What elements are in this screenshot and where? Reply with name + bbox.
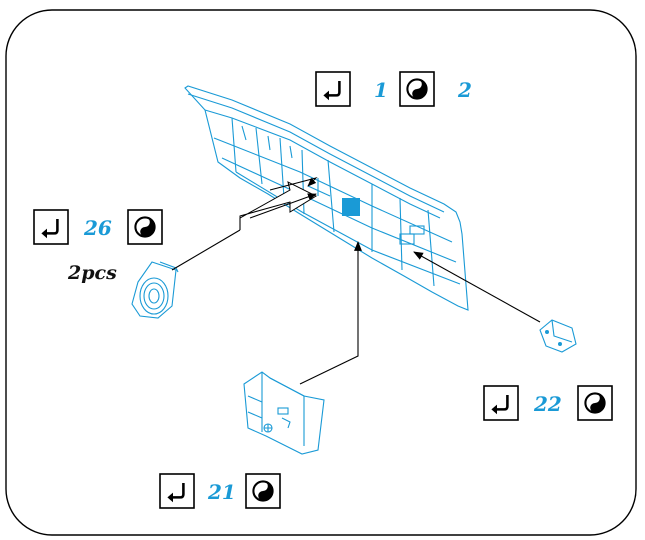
quantity-label: 2pcs [67,262,117,284]
step-number: 26 [83,216,112,240]
fold-arrow-icon [33,209,69,245]
step-number: 21 [207,480,236,504]
callout-right: 22 [483,385,613,421]
frame-border [5,9,637,536]
leader-lines [171,177,541,385]
fold-arrow-icon [315,71,351,107]
box-bracket-part [243,371,325,455]
step-number: 1 [374,78,388,102]
step-number: 2 [457,78,472,102]
callout-left: 26 2pcs [33,209,163,284]
callout-bottom: 21 [159,473,281,509]
round-bracket-part [131,261,179,319]
callout-top: 1 2 [315,71,472,107]
angle-bracket-part [539,319,577,353]
step-number: 22 [533,392,562,416]
fold-arrow-icon [483,385,519,421]
fold-arrow-icon [159,473,195,509]
main-panel-part [184,85,469,311]
